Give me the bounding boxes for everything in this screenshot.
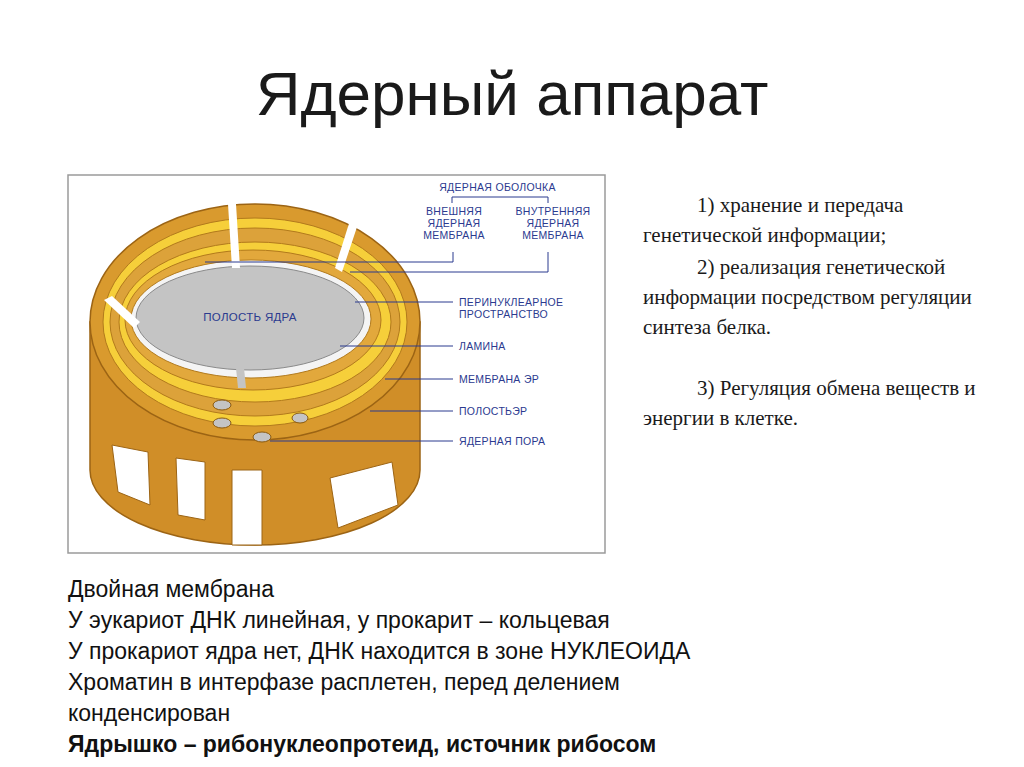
leader-lines-part bbox=[385, 379, 453, 380]
page-title: Ядерный аппарат bbox=[0, 58, 1024, 130]
nucleus-drawing-part bbox=[110, 228, 400, 416]
part-label: ПОЛОСТЬ ЯДРА bbox=[190, 311, 310, 323]
nucleus-drawing-part bbox=[228, 204, 240, 268]
nucleus-drawing-part bbox=[213, 418, 231, 428]
nucleus-drawing-part bbox=[335, 214, 360, 272]
function-item: 1) хранение и передача генетической инфо… bbox=[643, 190, 983, 250]
nucleus-drawing-part bbox=[104, 296, 140, 328]
picture-frame bbox=[68, 175, 605, 553]
leader-lines-part bbox=[452, 197, 548, 203]
nucleus-drawing-part bbox=[253, 432, 271, 442]
nucleus-drawing-part bbox=[90, 204, 420, 440]
note-line: Двойная мембрана bbox=[68, 574, 968, 605]
nucleus-drawing bbox=[90, 204, 420, 545]
nucleus-drawing-part bbox=[176, 458, 205, 520]
function-item: 3) Регуляция обмена веществ и энергии в … bbox=[643, 373, 983, 433]
leader-lines-part bbox=[340, 346, 453, 347]
nucleus-drawing-part bbox=[131, 260, 371, 378]
leader-lines-part bbox=[370, 411, 453, 412]
part-label: МЕМБРАНА ЭР bbox=[459, 373, 597, 385]
nucleus-drawing-part bbox=[125, 250, 381, 390]
part-label: ПЕРИНУКЛЕАРНОЕ ПРОСТРАНСТВО bbox=[459, 296, 597, 320]
nucleus-drawing-part bbox=[236, 368, 246, 388]
note-line: Ядрышко – рибонуклеопротеид, источник ри… bbox=[68, 729, 968, 760]
nucleus-drawing-part bbox=[213, 400, 231, 410]
part-label: ВНЕШНЯЯ ЯДЕРНАЯ МЕМБРАНА bbox=[416, 205, 492, 241]
part-label: ВНУТРЕННЯЯ ЯДЕРНАЯ МЕМБРАНА bbox=[503, 205, 603, 241]
part-label: ПОЛОСТЬЭР bbox=[459, 405, 597, 417]
part-label: ЛАМИНА bbox=[459, 340, 597, 352]
leader-lines-part bbox=[270, 441, 453, 442]
nucleus-drawing-part bbox=[112, 445, 150, 505]
nucleus-drawing-part bbox=[292, 413, 308, 423]
leader-lines-part bbox=[205, 252, 453, 262]
nucleus-drawing-part bbox=[103, 218, 407, 426]
leader-lines-part bbox=[350, 252, 548, 272]
note-line: Хроматин в интерфазе расплетен, перед де… bbox=[68, 667, 788, 729]
leader-lines-part bbox=[355, 302, 453, 303]
function-item: 2) реализация генетической информации по… bbox=[643, 252, 983, 342]
nucleus-drawing-part bbox=[119, 242, 391, 402]
nucleus-drawing-part bbox=[136, 266, 364, 370]
part-label: ЯДЕРНАЯ ОБОЛОЧКА bbox=[425, 181, 570, 193]
nucleus-drawing-part bbox=[330, 462, 398, 528]
note-line: У прокариот ядра нет, ДНК находится в зо… bbox=[68, 636, 968, 667]
nucleus-drawing-part bbox=[232, 470, 262, 545]
part-label: ЯДЕРНАЯ ПОРА bbox=[459, 435, 597, 447]
note-line: У эукариот ДНК линейная, у прокарит – ко… bbox=[68, 605, 968, 636]
